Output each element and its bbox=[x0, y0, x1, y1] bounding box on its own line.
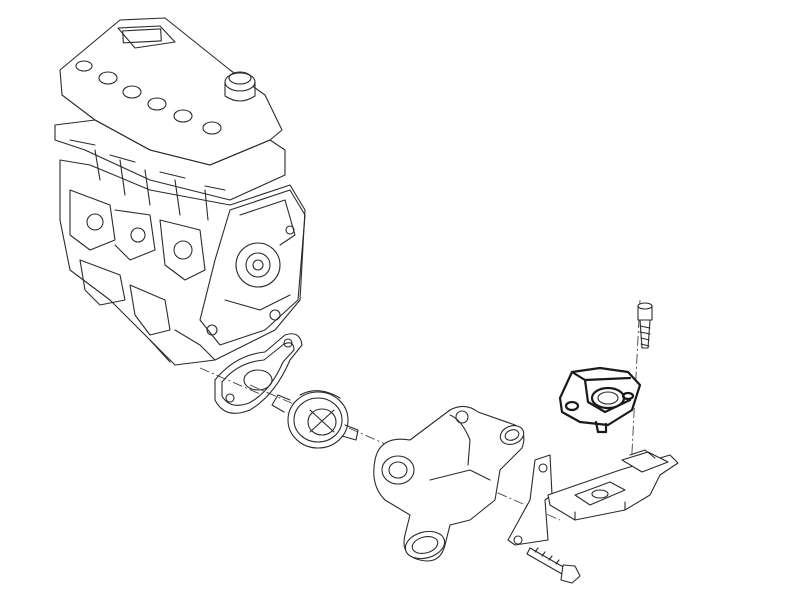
engine-block-icon bbox=[54, 17, 306, 366]
bracket-icon bbox=[507, 449, 679, 546]
thermostat-icon bbox=[271, 390, 359, 449]
sensor-housing-icon bbox=[558, 366, 642, 434]
bolt-icon bbox=[526, 547, 581, 584]
gasket-icon bbox=[214, 333, 303, 414]
housing-icon bbox=[373, 405, 525, 562]
screw-icon bbox=[637, 302, 653, 349]
